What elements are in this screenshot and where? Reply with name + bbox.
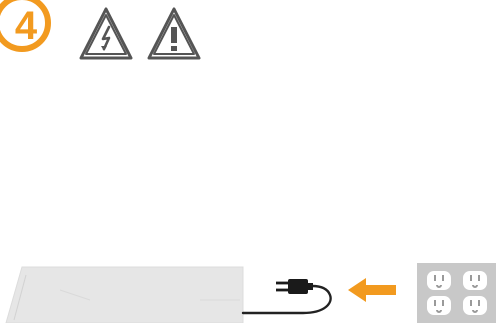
outlet-3 (427, 296, 451, 315)
outlet-2 (463, 271, 487, 290)
outlet-panel (417, 263, 496, 323)
power-plug (276, 279, 313, 294)
outlet-4 (463, 296, 487, 315)
arrow-left-icon (348, 275, 408, 305)
outlet-1 (427, 271, 451, 290)
